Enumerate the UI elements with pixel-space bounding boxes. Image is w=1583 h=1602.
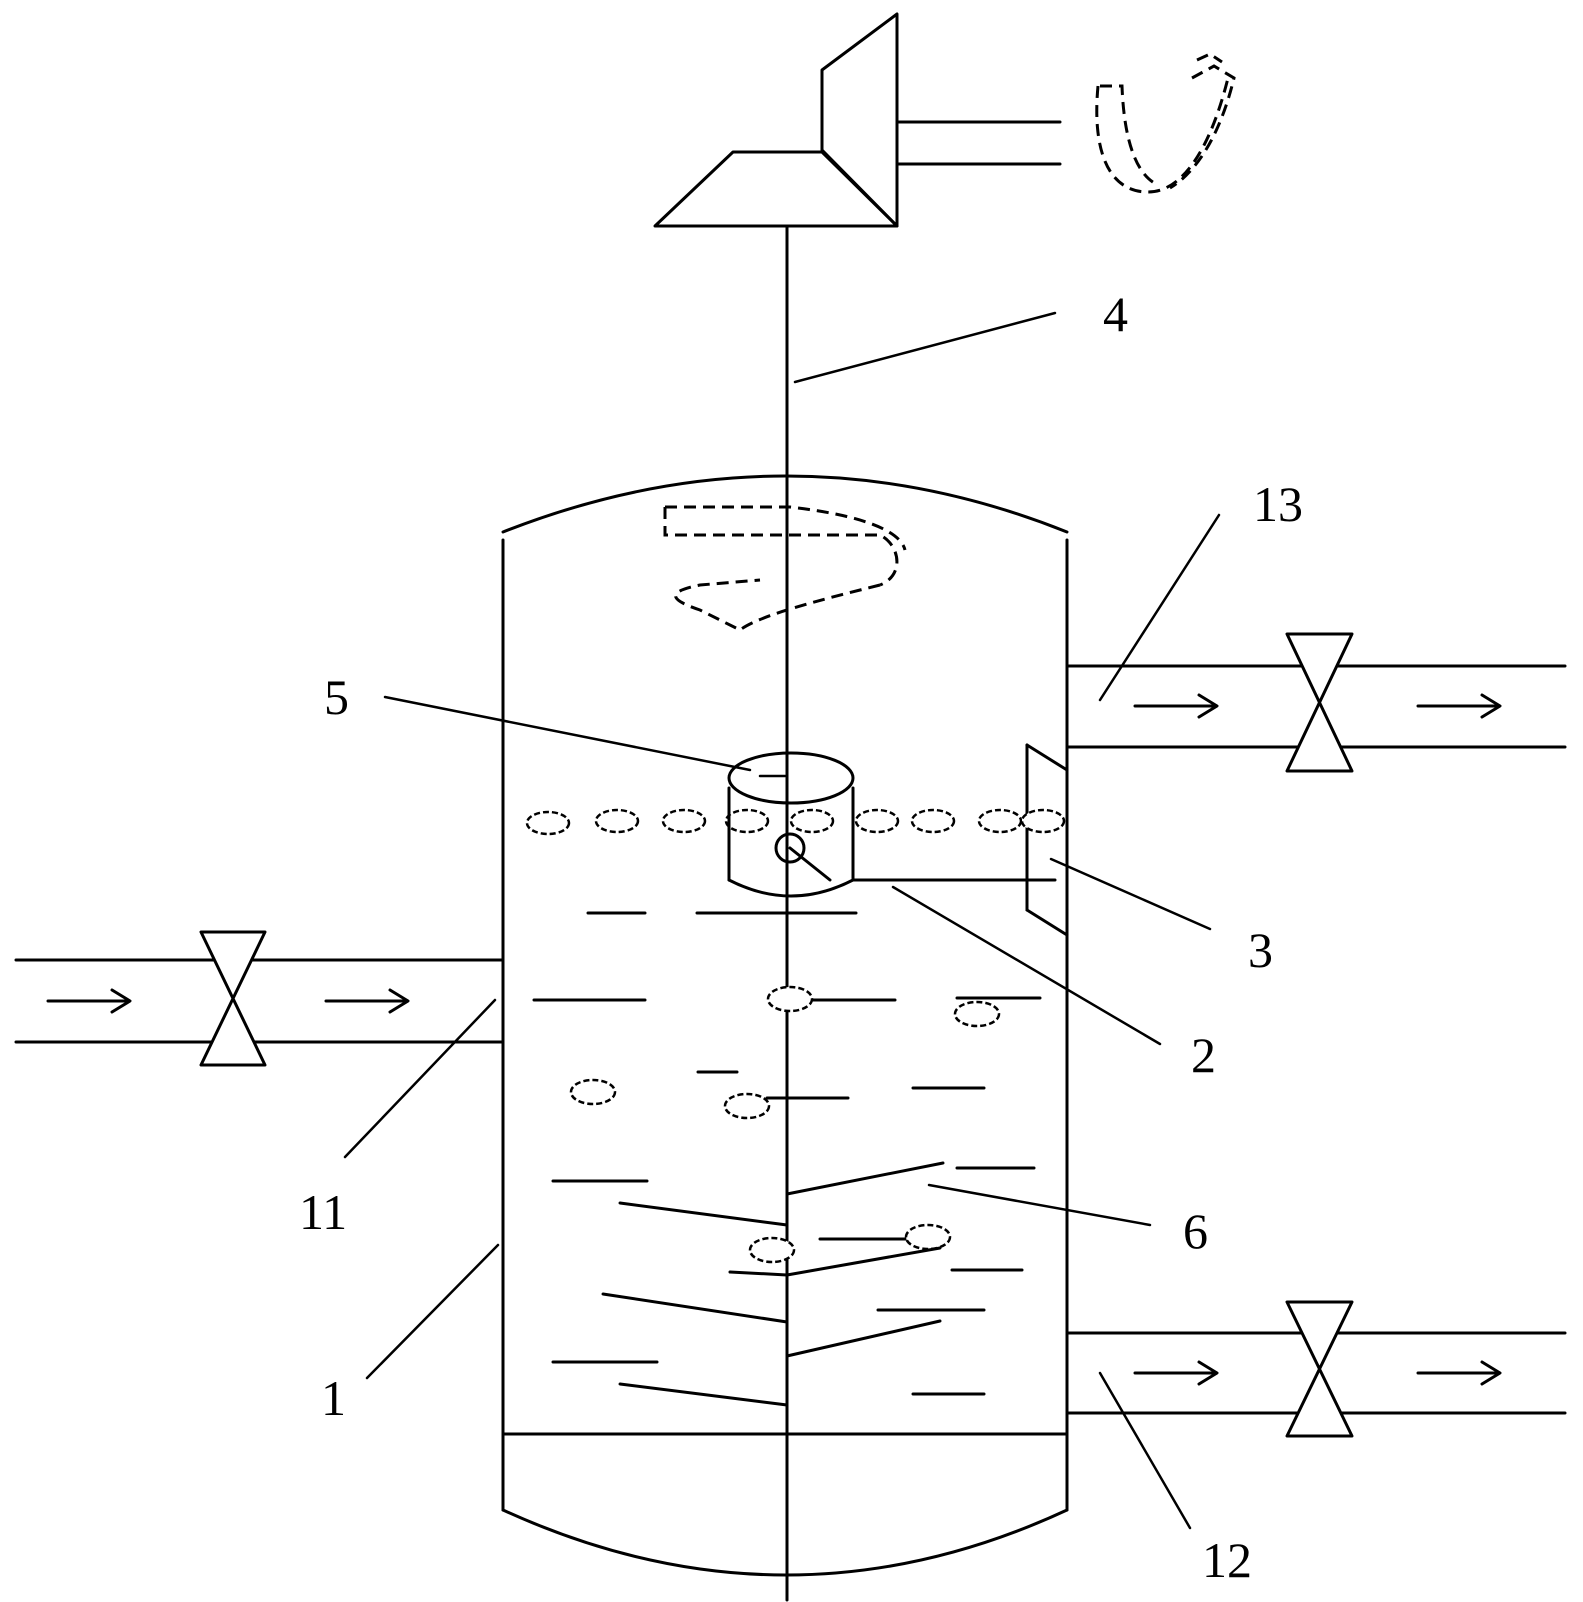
label-top-outlet: 13 [1253,476,1303,532]
gas-bubbles [569,985,1001,1264]
spiral-flow-icon [663,505,907,632]
arrow-right-icon [1416,693,1502,719]
label-bottom-outlet: 12 [1202,1532,1252,1588]
arrow-right-icon [1416,1360,1502,1386]
label-inlet-pipe: 11 [299,1184,347,1240]
arrow-right-icon [1133,1360,1219,1386]
inlet-valve[interactable] [199,930,267,1067]
label-part-5: 5 [324,669,349,725]
label-part-3: 3 [1248,922,1273,978]
float-cylinder [727,751,1057,898]
label-part-2: 2 [1191,1027,1216,1083]
liquid-lines [532,911,1042,1396]
label-vessel: 1 [321,1370,346,1426]
arrow-right-icon [1133,693,1219,719]
top-outlet-valve[interactable] [1285,632,1354,773]
reactor-vessel [501,474,1069,1577]
arrow-right-icon [46,988,132,1014]
helical-blades [601,1161,945,1407]
bottom-outlet-valve[interactable] [1285,1300,1354,1438]
arrow-right-icon [324,988,410,1014]
overflow-weir [1025,743,1069,937]
rotation-indicator-icon [1095,52,1236,194]
inlet-pipe [14,958,505,1044]
part-labels: 4 13 5 3 2 11 6 1 12 [299,286,1303,1588]
drive-motor [653,12,1062,228]
label-part-6: 6 [1183,1203,1208,1259]
leader-lines [343,311,1221,1530]
label-shaft: 4 [1103,286,1128,342]
foam-bubbles [525,808,1066,836]
